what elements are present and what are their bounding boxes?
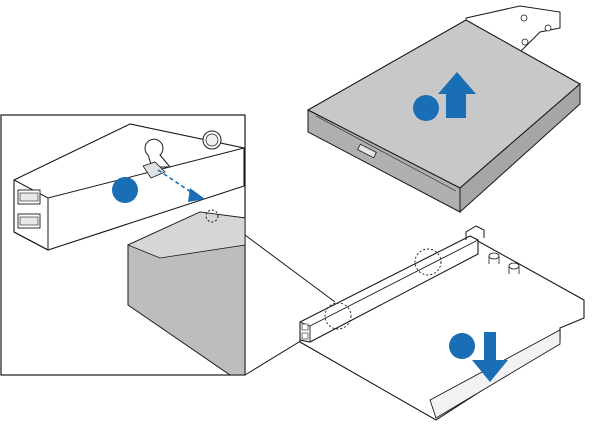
callout-c-badge <box>449 333 475 359</box>
callout-a-badge <box>112 177 138 203</box>
drive-top-surface <box>308 20 580 188</box>
inset-detail <box>1 115 245 375</box>
callout-b-badge <box>413 95 439 121</box>
optical-drive <box>308 6 580 212</box>
zoom-connector-top <box>245 235 335 302</box>
tray-standoff-1 <box>489 253 499 259</box>
drive-tray <box>300 226 584 420</box>
tray-standoff-2 <box>509 263 519 269</box>
